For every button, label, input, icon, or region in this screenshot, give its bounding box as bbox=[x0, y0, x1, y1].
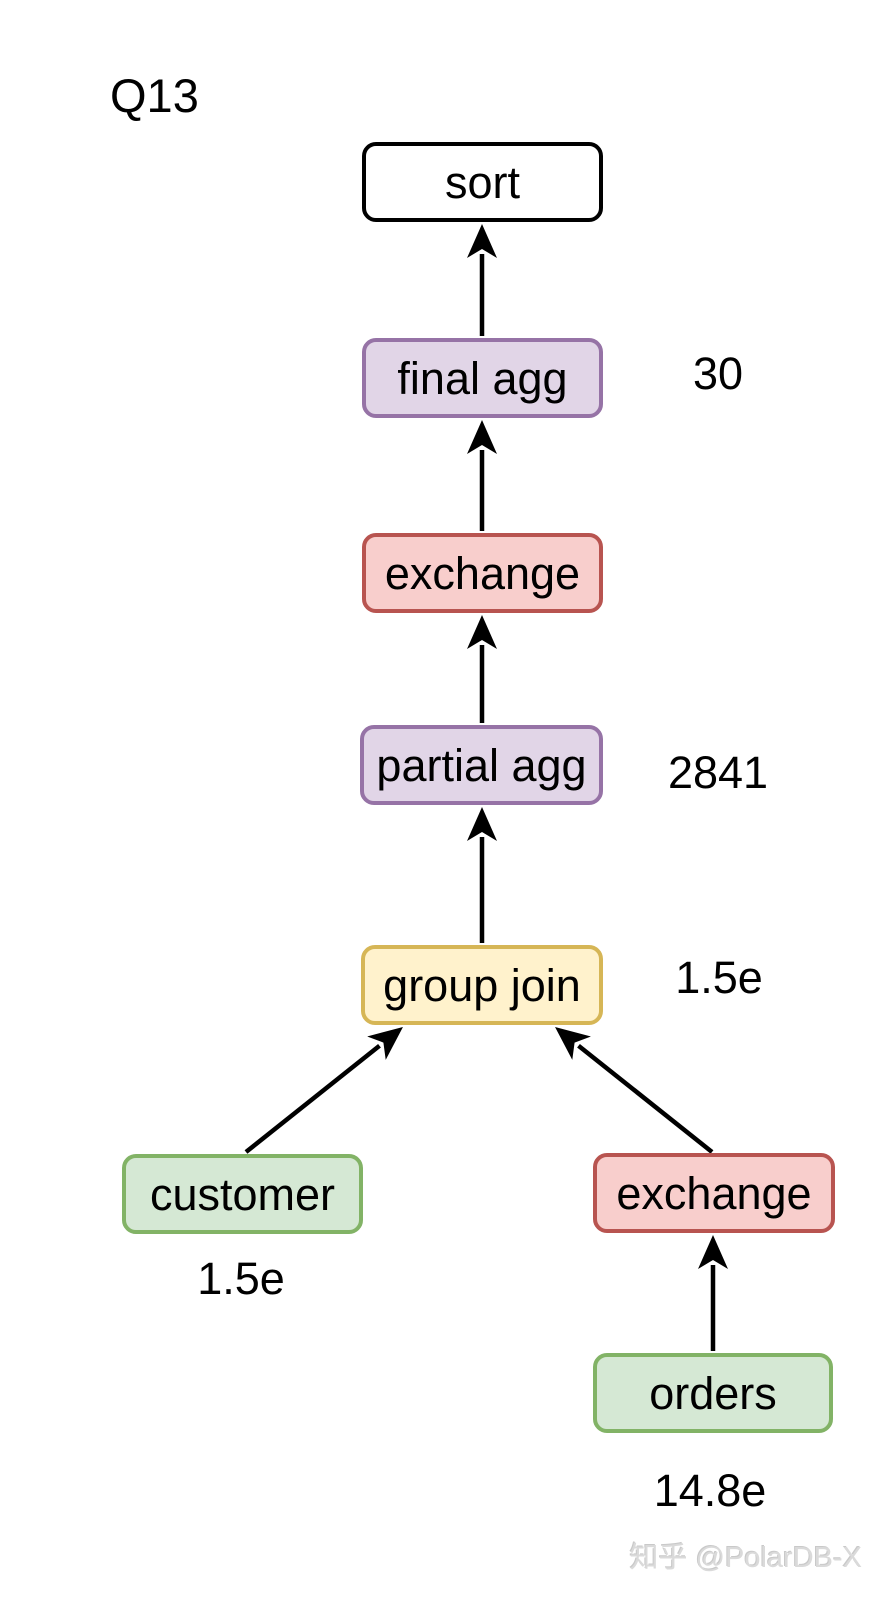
node-sort-label: sort bbox=[444, 156, 520, 208]
node-customer: customer bbox=[122, 1154, 363, 1234]
metric-partial-agg: 2841 bbox=[667, 747, 769, 798]
node-exchange-lower-label: exchange bbox=[616, 1167, 812, 1219]
diagram-title: Q13 bbox=[110, 69, 199, 122]
node-sort: sort bbox=[362, 142, 603, 222]
node-partial-agg: partial agg bbox=[360, 725, 603, 805]
watermark: 知乎 @PolarDB-X bbox=[629, 1542, 862, 1574]
node-exchange-upper-label: exchange bbox=[384, 547, 581, 599]
node-orders-label: orders bbox=[649, 1367, 777, 1419]
metric-orders: 14.8e bbox=[653, 1465, 767, 1516]
metric-group-join: 1.5e bbox=[675, 952, 763, 1003]
node-exchange-lower: exchange bbox=[593, 1153, 835, 1233]
node-group-join: group join bbox=[361, 945, 603, 1025]
node-orders: orders bbox=[593, 1353, 833, 1433]
node-group-join-label: group join bbox=[383, 959, 581, 1011]
edge-customer-to-group-join bbox=[244, 1027, 403, 1154]
node-customer-label: customer bbox=[149, 1168, 336, 1220]
node-exchange-upper: exchange bbox=[362, 533, 603, 613]
node-partial-agg-label: partial agg bbox=[376, 739, 587, 791]
metric-customer: 1.5e bbox=[197, 1253, 285, 1304]
node-final-agg-label: final agg bbox=[397, 352, 568, 404]
node-final-agg: final agg bbox=[362, 338, 603, 418]
edge-exchange-to-group-join bbox=[555, 1027, 714, 1154]
metric-final-agg: 30 bbox=[692, 348, 744, 399]
